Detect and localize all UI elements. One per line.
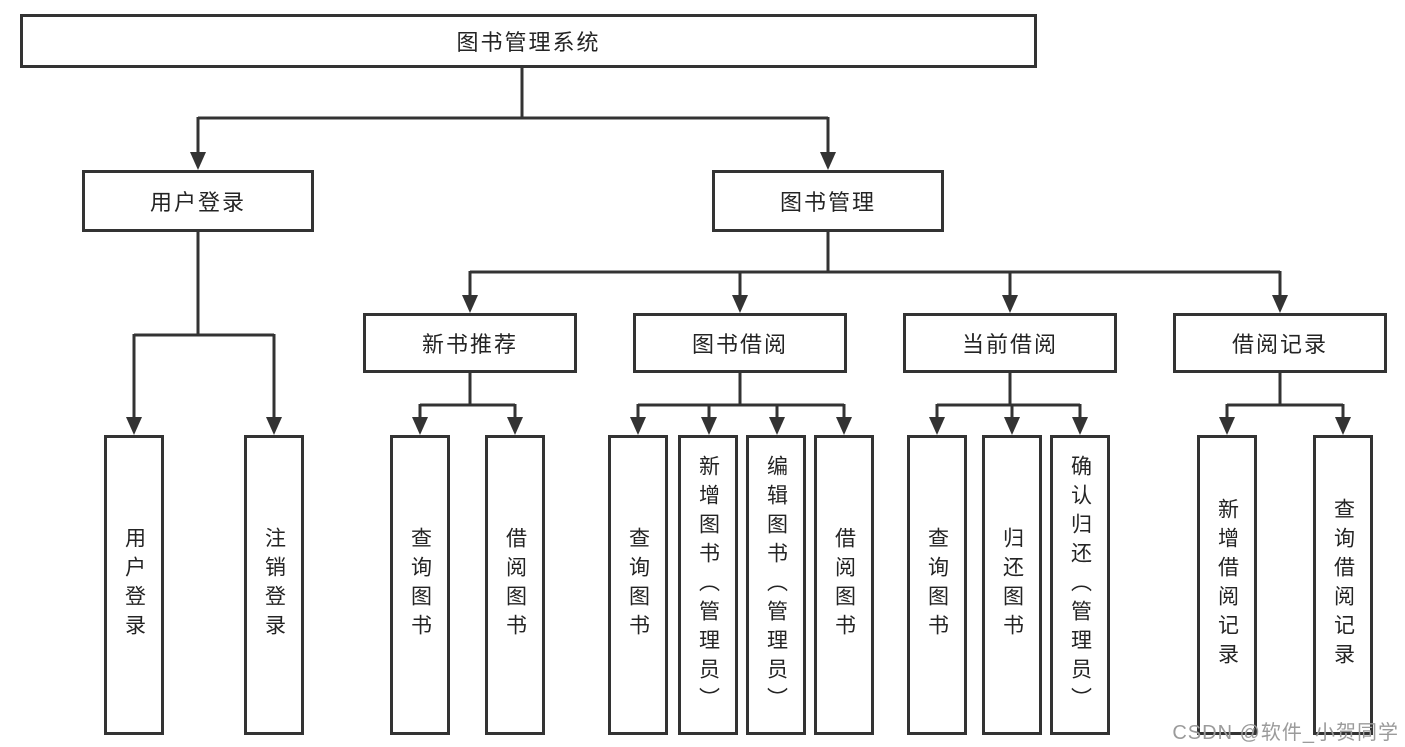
leaf-logout-label: 注销登录 bbox=[262, 527, 286, 643]
node-new-book-recommend: 新书推荐 bbox=[363, 313, 577, 373]
leaf-recommend-borrow-books: 借阅图书 bbox=[485, 435, 545, 735]
leaf-confirm-return-admin-label: 确认归还（管理员） bbox=[1068, 454, 1092, 716]
leaf-borrow-query-books-label: 查询图书 bbox=[626, 527, 650, 643]
leaf-logout: 注销登录 bbox=[244, 435, 304, 735]
leaf-confirm-return-admin: 确认归还（管理员） bbox=[1050, 435, 1110, 735]
leaf-borrow-books: 借阅图书 bbox=[814, 435, 874, 735]
leaf-current-query-books-label: 查询图书 bbox=[925, 527, 949, 643]
csdn-watermark: CSDN @软件_小贺同学 bbox=[1172, 722, 1399, 744]
leaf-user-login-label: 用户登录 bbox=[122, 527, 146, 643]
leaf-add-borrow-record-label: 新增借阅记录 bbox=[1215, 498, 1239, 672]
node-book-management-label: 图书管理 bbox=[779, 190, 876, 215]
leaf-edit-books-admin-label: 编辑图书（管理员） bbox=[764, 454, 788, 716]
root-node-label: 图书管理系统 bbox=[456, 30, 601, 55]
root-node-system-title: 图书管理系统 bbox=[20, 14, 1037, 68]
leaf-recommend-borrow-books-label: 借阅图书 bbox=[503, 527, 527, 643]
leaf-add-borrow-record: 新增借阅记录 bbox=[1197, 435, 1257, 735]
leaf-recommend-query-books-label: 查询图书 bbox=[408, 527, 432, 643]
node-borrow-records: 借阅记录 bbox=[1173, 313, 1387, 373]
node-new-book-recommend-label: 新书推荐 bbox=[421, 332, 518, 357]
leaf-add-books-admin-label: 新增图书（管理员） bbox=[696, 454, 720, 716]
leaf-recommend-query-books: 查询图书 bbox=[390, 435, 450, 735]
node-book-borrow-label: 图书借阅 bbox=[691, 332, 788, 357]
node-user-login: 用户登录 bbox=[82, 170, 314, 232]
leaf-query-borrow-record: 查询借阅记录 bbox=[1313, 435, 1373, 735]
node-user-login-label: 用户登录 bbox=[149, 190, 246, 215]
leaf-add-books-admin: 新增图书（管理员） bbox=[678, 435, 738, 735]
node-book-borrow: 图书借阅 bbox=[633, 313, 847, 373]
leaf-borrow-books-label: 借阅图书 bbox=[832, 527, 856, 643]
leaf-query-borrow-record-label: 查询借阅记录 bbox=[1331, 498, 1355, 672]
node-current-borrow-label: 当前借阅 bbox=[961, 332, 1058, 357]
leaf-return-books: 归还图书 bbox=[982, 435, 1042, 735]
leaf-borrow-query-books: 查询图书 bbox=[608, 435, 668, 735]
node-borrow-records-label: 借阅记录 bbox=[1231, 332, 1328, 357]
leaf-edit-books-admin: 编辑图书（管理员） bbox=[746, 435, 806, 735]
leaf-return-books-label: 归还图书 bbox=[1000, 527, 1024, 643]
leaf-current-query-books: 查询图书 bbox=[907, 435, 967, 735]
leaf-user-login: 用户登录 bbox=[104, 435, 164, 735]
node-book-management: 图书管理 bbox=[712, 170, 944, 232]
node-current-borrow: 当前借阅 bbox=[903, 313, 1117, 373]
